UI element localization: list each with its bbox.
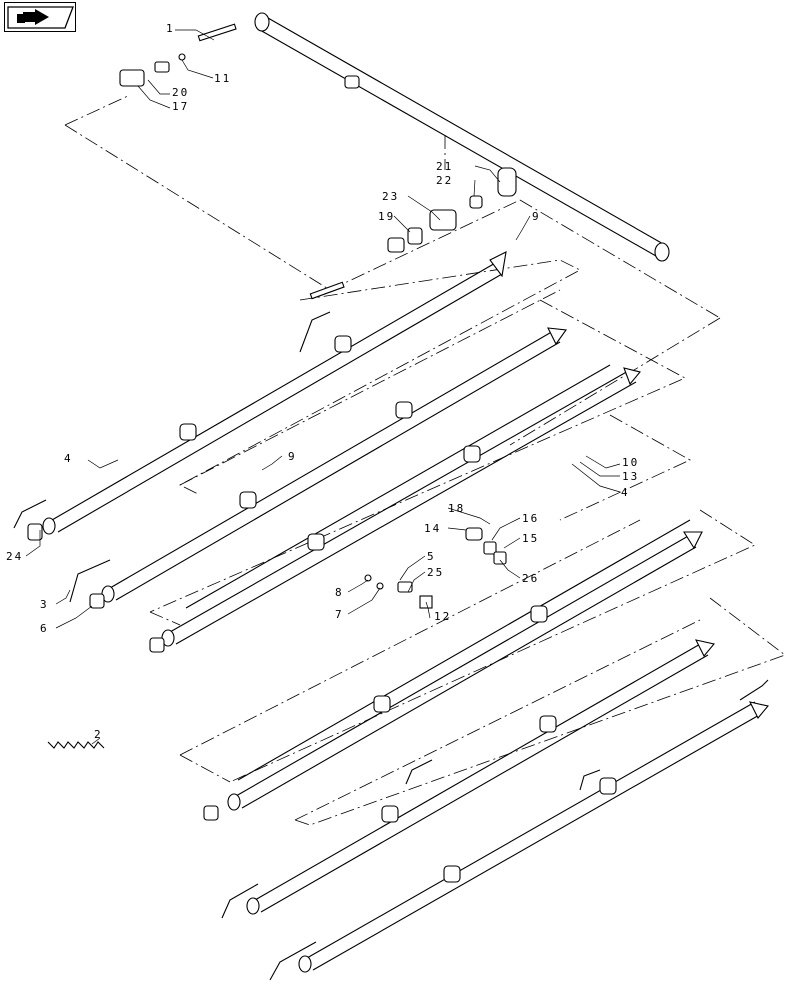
callout-5: 5 <box>427 550 436 563</box>
callout-labels: 1 2 3 4 4 5 6 7 8 9 9 10 11 12 13 14 15 … <box>6 22 639 741</box>
callout-7: 7 <box>335 608 344 621</box>
boom-sections <box>51 261 762 971</box>
upper-fittings <box>119 23 483 300</box>
callout-20: 20 <box>172 86 189 99</box>
callout-9b: 9 <box>288 450 297 463</box>
callout-3: 3 <box>40 598 49 611</box>
callout-22: 22 <box>436 174 453 187</box>
nozzle-bodies <box>27 251 770 973</box>
callout-19: 19 <box>378 210 395 223</box>
callout-23: 23 <box>382 190 399 203</box>
callout-10: 10 <box>622 456 639 469</box>
callout-26: 26 <box>522 572 539 585</box>
main-header-pipe <box>254 12 670 262</box>
callout-13: 13 <box>622 470 639 483</box>
callout-4a: 4 <box>64 452 73 465</box>
callout-16: 16 <box>522 512 539 525</box>
folder-arrow-icon <box>7 6 74 29</box>
callout-2: 2 <box>94 728 103 741</box>
callout-1: 1 <box>166 22 175 35</box>
callout-11: 11 <box>214 72 231 85</box>
assembly-guide-lines <box>64 94 786 826</box>
spring-part <box>47 741 105 749</box>
callout-8: 8 <box>335 586 344 599</box>
navigation-button[interactable] <box>4 2 76 32</box>
callout-9a: 9 <box>532 210 541 223</box>
callout-24: 24 <box>6 550 23 563</box>
hose-fittings <box>13 311 769 981</box>
leader-lines <box>25 29 621 745</box>
callout-12: 12 <box>434 610 451 623</box>
callout-21: 21 <box>436 160 453 173</box>
callout-14: 14 <box>424 522 441 535</box>
callout-15: 15 <box>522 532 539 545</box>
callout-17: 17 <box>172 100 189 113</box>
callout-25: 25 <box>427 566 444 579</box>
callout-4b: 4 <box>621 486 630 499</box>
callout-6: 6 <box>40 622 49 635</box>
callout-18: 18 <box>448 502 465 515</box>
